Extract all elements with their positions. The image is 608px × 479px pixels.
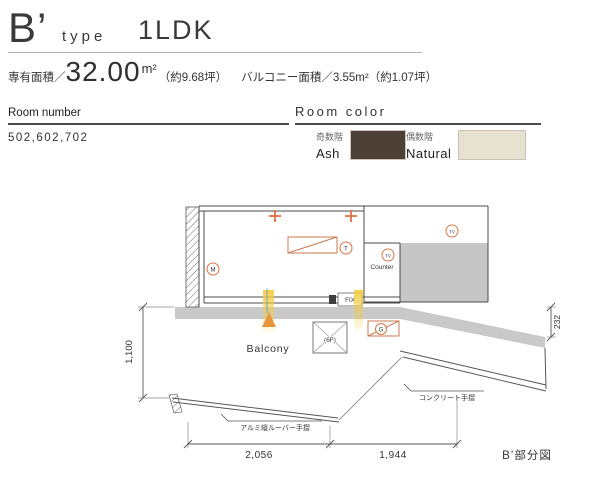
exclusive-area-label: 専有面積／ [8,72,66,84]
plan-layout-name: 1LDK [138,15,214,45]
highlight-bar [354,290,363,330]
room-number-heading: Room number [8,107,81,119]
cross-marker-icon [269,210,281,222]
floor-plan-drawing: FIX (6F) M [124,205,562,462]
room-color-divider [295,123,541,125]
concrete-railing [399,347,547,392]
even-floor-label: 偶数階 [406,132,434,142]
window-mullion [329,295,336,304]
dim-bottom-right: 1,944 [379,450,407,461]
fixture-rect-top [287,236,338,254]
exclusive-area-tsubo-note: （約9.68坪） [158,72,228,84]
tv-outlet-top-symbol: TV [445,224,459,238]
area-row: 専有面積／ 32.00 m² （約9.68坪） バルコニー面積／3.55m²（約… [8,56,437,88]
room-number-value: 502,602,702 [8,132,89,144]
plan-type-letter: B’ [8,4,48,51]
odd-floor-label: 奇数階 [316,132,344,142]
concrete-handrail-note: コンクリート手摺 [419,393,475,402]
floor-ref-label: (6F) [324,337,336,344]
room-color-heading: Room color [295,104,387,119]
wall-lines [198,205,489,307]
svg-text:G: G [379,328,384,334]
exclusive-area-unit: m² [141,61,157,76]
highlight-bar [263,290,274,332]
room-color-odd-group: 奇数階 Ash [316,130,407,161]
angled-slab [400,307,545,348]
phone-outlet-symbol: T [339,241,353,255]
gray-wall-block [400,243,488,302]
dimension-left: 1,100 [124,302,174,403]
svg-text:TV: TV [449,229,456,234]
exclusive-area-value: 32.00 [65,56,141,87]
balcony-area-text: バルコニー面積／3.55m²（約1.07坪） [241,72,438,84]
dim-balcony-depth: 1,100 [124,340,135,364]
meter-box-symbol: M [206,262,220,276]
room-number-divider [8,123,289,125]
window-lines [203,296,401,304]
concrete-fills [175,243,545,348]
louver-handrail-note: アルミ縦ルーバー手摺 [240,423,310,432]
dim-bottom-left: 2,056 [245,450,273,461]
railing-end-post [168,393,183,414]
balcony-label: Balcony [247,343,290,355]
gas-outlet-symbol: G [375,323,387,335]
hatched-wall [185,206,200,308]
odd-color-name: Ash [316,146,340,161]
tv-outlet-counter-symbol: TV [381,248,395,262]
svg-text:TV: TV [385,253,392,258]
fix-label: FIX [345,297,356,304]
floor-ref-box: (6F) [312,321,348,354]
concrete-note-group: コンクリート手摺 [403,383,484,402]
utility-symbols: M T TV TV G [206,224,459,335]
even-color-name: Natural [406,146,452,161]
louver-note-group: アルミ縦ルーバー手摺 [220,413,322,432]
plan-caption: B’部分図 [502,448,552,462]
annotation-triangle-icon [262,312,276,327]
ash-color-swatch [350,130,407,160]
counter-label: Counter [370,264,394,271]
plan-type-word: type [62,28,107,45]
balcony-slab [175,307,400,319]
natural-color-swatch [458,130,527,160]
highlight-annotations [262,288,363,332]
aluminum-louver-railing [171,356,403,423]
cross-marker-icon [345,210,357,222]
dimension-right: 232 [546,302,562,342]
cross-markers [269,210,357,222]
svg-text:T: T [344,247,348,253]
dim-slab-edge: 232 [552,315,562,329]
svg-text:M: M [211,268,216,274]
title-divider [8,52,422,53]
dimension-bottom: 2,056 1,944 [183,396,462,461]
room-color-even-group: 偶数階 Natural [406,130,527,161]
